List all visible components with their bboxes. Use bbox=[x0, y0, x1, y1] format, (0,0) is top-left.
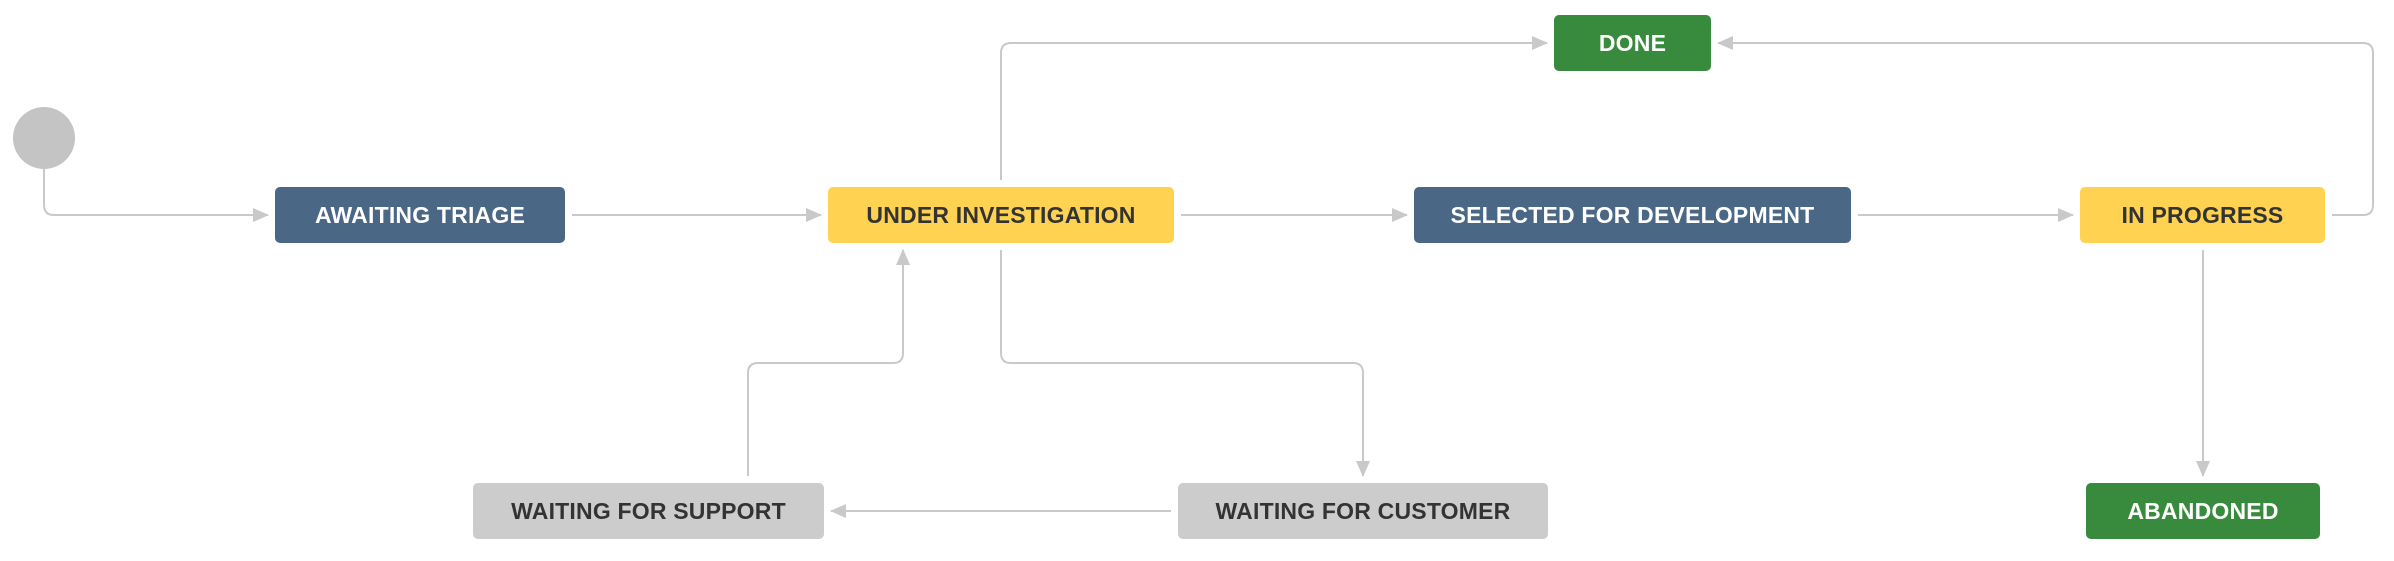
status-waiting-for-customer[interactable]: WAITING FOR CUSTOMER bbox=[1178, 483, 1548, 539]
transition-in-progress-to-done[interactable] bbox=[1717, 36, 2374, 216]
status-done[interactable]: DONE bbox=[1554, 15, 1711, 71]
transition-under-investigation-to-waiting-for-customer[interactable] bbox=[1000, 250, 1370, 477]
transition-start-to-awaiting-triage[interactable] bbox=[43, 169, 269, 222]
status-abandoned[interactable]: ABANDONED bbox=[2086, 483, 2320, 539]
status-under-investigation[interactable]: UNDER INVESTIGATION bbox=[828, 187, 1174, 243]
status-awaiting-triage[interactable]: AWAITING TRIAGE bbox=[275, 187, 565, 243]
transition-waiting-for-support-to-under-investigation[interactable] bbox=[747, 249, 910, 476]
start-node[interactable] bbox=[13, 107, 75, 169]
transition-under-investigation-to-done[interactable] bbox=[1000, 36, 1548, 180]
status-waiting-for-support[interactable]: WAITING FOR SUPPORT bbox=[473, 483, 824, 539]
status-in-progress[interactable]: IN PROGRESS bbox=[2080, 187, 2325, 243]
status-selected-for-development[interactable]: SELECTED FOR DEVELOPMENT bbox=[1414, 187, 1851, 243]
